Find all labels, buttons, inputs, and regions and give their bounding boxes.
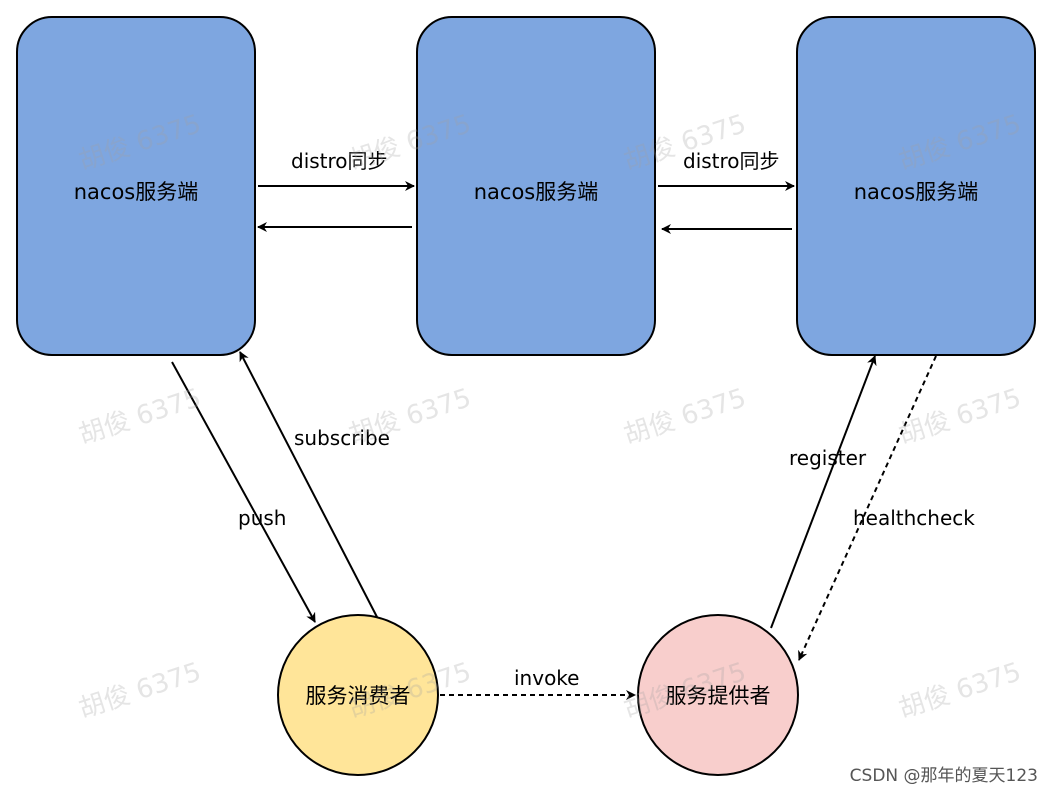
healthcheck-label: healthcheck xyxy=(853,506,975,530)
nacos-server-right: nacos服务端 xyxy=(796,16,1036,356)
subscribe-arrow xyxy=(239,351,378,618)
server-right-label: nacos服务端 xyxy=(853,180,979,204)
server-left-label: nacos服务端 xyxy=(73,180,199,204)
register-arrow xyxy=(770,355,877,629)
invoke-label: invoke xyxy=(514,666,580,690)
server-middle-label: nacos服务端 xyxy=(473,180,599,204)
service-consumer: 服务消费者 xyxy=(277,614,439,776)
push-arrow xyxy=(171,361,316,623)
consumer-label: 服务消费者 xyxy=(305,684,411,708)
sync-label-left: distro同步 xyxy=(291,149,388,173)
provider-label: 服务提供者 xyxy=(665,684,771,708)
source-credit: CSDN @那年的夏天123 xyxy=(849,766,1038,786)
nacos-server-middle: nacos服务端 xyxy=(416,16,656,356)
sync-label-right: distro同步 xyxy=(683,149,780,173)
register-label: register xyxy=(789,446,867,470)
healthcheck-arrow xyxy=(798,355,937,661)
push-label: push xyxy=(238,506,287,530)
subscribe-label: subscribe xyxy=(294,426,390,450)
nacos-server-left: nacos服务端 xyxy=(16,16,256,356)
service-provider: 服务提供者 xyxy=(637,614,799,776)
